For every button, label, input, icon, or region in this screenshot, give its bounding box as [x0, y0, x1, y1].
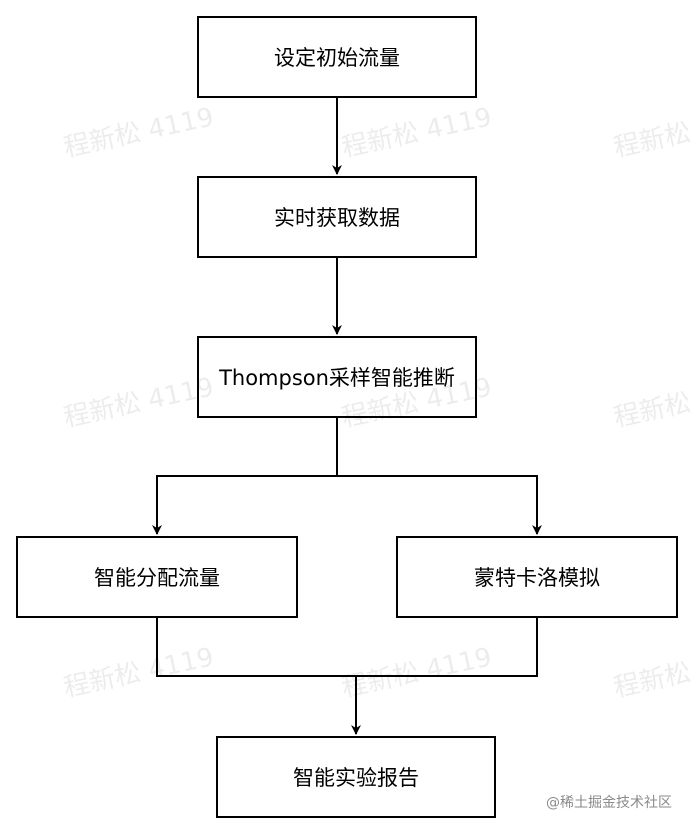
node-smart-experiment-report: 智能实验报告: [216, 736, 496, 818]
source-credit: @稀土掘金技术社区: [546, 795, 672, 811]
arrow-split-to-montecarlo: [337, 475, 542, 535]
node-set-initial-traffic: 设定初始流量: [197, 16, 477, 98]
node-fetch-realtime-data: 实时获取数据: [197, 176, 477, 258]
arrow-split-to-allocation: [152, 475, 337, 535]
connector-allocation-to-merge: [156, 616, 538, 677]
node-monte-carlo-simulation: 蒙特卡洛模拟: [396, 536, 678, 618]
node-smart-traffic-allocation: 智能分配流量: [16, 536, 298, 618]
node-thompson-inference: Thompson采样智能推断: [197, 336, 477, 418]
